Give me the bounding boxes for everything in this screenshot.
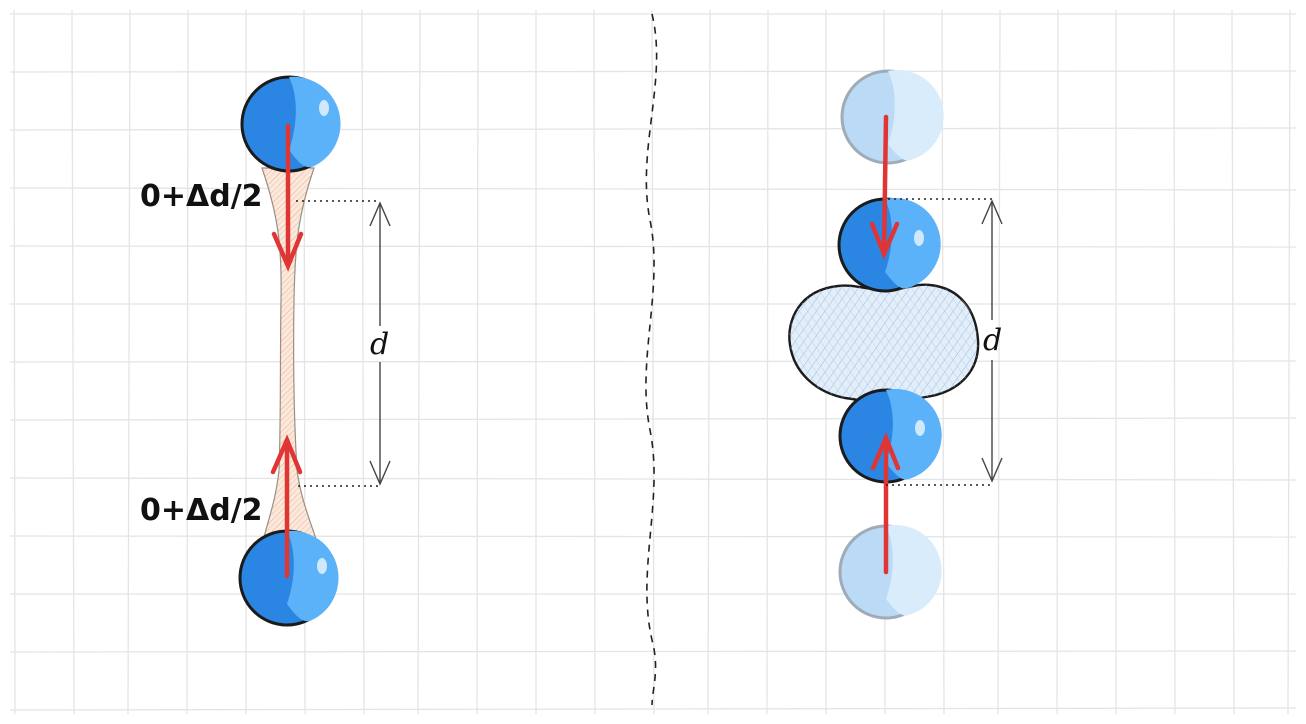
right-distance-label: d bbox=[983, 323, 1002, 358]
right-dimension-arrow bbox=[981, 199, 1003, 483]
grid-line-horizontal bbox=[9, 650, 1297, 653]
grid-line-horizontal bbox=[9, 245, 1297, 248]
right-bottom-faded-sphere bbox=[838, 524, 942, 620]
left-distance-label: d bbox=[370, 327, 389, 362]
grid-line-vertical bbox=[1231, 9, 1235, 715]
left-dimension-arrow bbox=[369, 201, 391, 486]
left-bottom-sphere bbox=[238, 529, 339, 627]
grid-line-horizontal bbox=[9, 187, 1297, 191]
grid-line-horizontal bbox=[9, 535, 1297, 538]
left-panel: 0+Δd/2 0+Δd/2 d bbox=[140, 75, 391, 627]
right-top-force-arrow bbox=[869, 114, 900, 260]
grid-line-horizontal bbox=[9, 477, 1297, 481]
right-bottom-sphere bbox=[838, 388, 942, 484]
left-bottom-force-arrow bbox=[270, 434, 303, 579]
grid-line-horizontal bbox=[9, 707, 1297, 711]
right-bottom-force-arrow bbox=[870, 432, 901, 575]
grid-line-horizontal bbox=[9, 417, 1297, 421]
background-grid bbox=[9, 9, 1297, 715]
right-panel: d bbox=[788, 69, 1003, 620]
left-top-force-arrow bbox=[271, 123, 304, 272]
left-bottom-label: 0+Δd/2 bbox=[140, 493, 263, 528]
grid-line-vertical bbox=[1287, 9, 1291, 715]
grid-line-horizontal bbox=[9, 127, 1297, 131]
grid-line-vertical bbox=[1056, 9, 1059, 715]
left-top-label: 0+Δd/2 bbox=[140, 179, 263, 214]
grid-line-horizontal bbox=[9, 70, 1297, 73]
grid-line-vertical bbox=[1173, 9, 1176, 715]
compressed-bulge-crosshatch bbox=[789, 284, 979, 405]
grid-line-horizontal bbox=[9, 360, 1297, 363]
right-top-faded-sphere bbox=[840, 69, 944, 165]
panel-divider bbox=[645, 13, 658, 706]
grid-line-vertical bbox=[997, 9, 1001, 715]
left-top-sphere bbox=[240, 75, 341, 173]
